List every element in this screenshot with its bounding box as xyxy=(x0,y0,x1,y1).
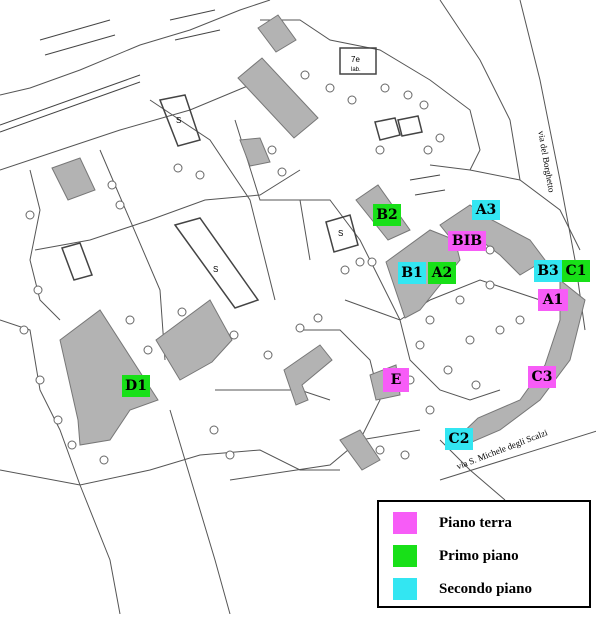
building-label-b3: B3 xyxy=(534,260,562,282)
plan-mark-s: S xyxy=(176,116,181,125)
building-label-c1: C1 xyxy=(562,260,590,282)
building-label-a3: A3 xyxy=(472,200,500,220)
plan-mark-lab: lab. xyxy=(351,67,361,73)
legend-item-secondo-piano: Secondo piano xyxy=(393,577,532,601)
legend-swatch xyxy=(393,578,417,600)
buildings xyxy=(51,14,586,471)
legend-label: Piano terra xyxy=(439,514,512,531)
building-label-a1: A1 xyxy=(538,289,568,311)
legend-label: Secondo piano xyxy=(439,580,532,597)
building-label-b1: B1 xyxy=(398,262,426,284)
building-label-c2: C2 xyxy=(445,428,473,450)
building-label-e: E xyxy=(383,368,409,392)
plan-mark-7e: 7e xyxy=(351,55,360,64)
building-label-a2: A2 xyxy=(428,262,456,284)
parking-rows xyxy=(0,9,446,196)
legend-item-piano-terra: Piano terra xyxy=(393,511,512,535)
trees xyxy=(19,70,525,465)
plan-mark-s: S xyxy=(213,265,218,274)
building-label-b2: B2 xyxy=(373,204,401,226)
legend: Piano terra Primo piano Secondo piano xyxy=(377,500,591,608)
building-label-c3: C3 xyxy=(528,366,556,388)
plan-marks: S S S 7e lab. xyxy=(176,55,361,274)
legend-swatch xyxy=(393,512,417,534)
plan-mark-s: S xyxy=(338,229,343,238)
legend-item-primo-piano: Primo piano xyxy=(393,544,519,568)
legend-swatch xyxy=(393,545,417,567)
building-label-bib: BIB xyxy=(448,231,486,251)
open-area-outlines xyxy=(61,47,423,309)
building-label-d1: D1 xyxy=(122,375,150,397)
legend-label: Primo piano xyxy=(439,547,519,564)
